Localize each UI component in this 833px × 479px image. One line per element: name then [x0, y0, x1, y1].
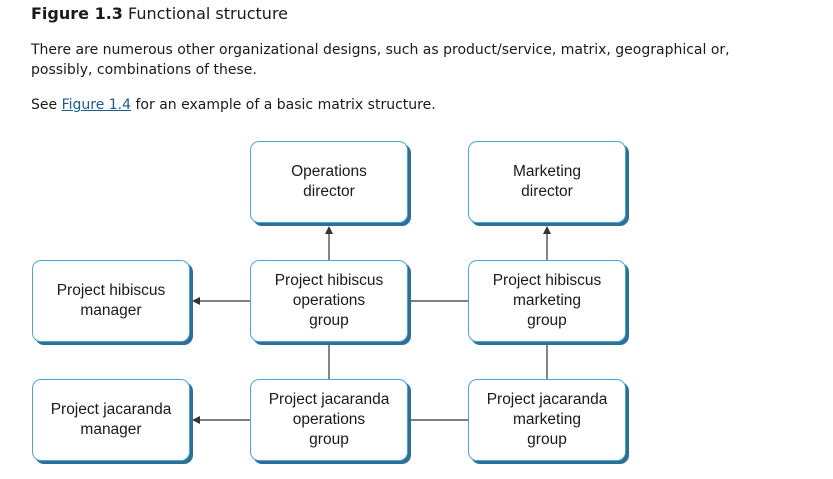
box-operations-director: Operations director	[250, 141, 408, 223]
figure-1-4-link[interactable]: Figure 1.4	[61, 97, 132, 113]
paragraph-designs: There are numerous other organizational …	[31, 42, 730, 78]
paragraph-prefix: See	[31, 97, 62, 113]
box-jacaranda-marketing: Project jacaranda marketing group	[468, 379, 626, 461]
box-hibiscus-operations: Project hibiscus operations group	[250, 260, 408, 342]
paragraph-suffix: for an example of a basic matrix structu…	[131, 97, 436, 113]
box-label: Project hibiscus marketing group	[492, 272, 602, 329]
paragraph-see-figure: See Figure 1.4 for an example of a basic…	[31, 95, 436, 115]
box-label: Project hibiscus manager	[56, 282, 166, 319]
box-marketing-director: Marketing director	[468, 141, 626, 223]
box-label: Marketing director	[512, 163, 582, 200]
box-label: Project hibiscus operations group	[274, 272, 384, 329]
box-jacaranda-operations: Project jacaranda operations group	[250, 379, 408, 461]
box-label: Project jacaranda marketing group	[486, 391, 608, 448]
figure-caption: Figure 1.3 Functional structure	[31, 4, 288, 24]
box-label: Project jacaranda operations group	[268, 391, 390, 448]
figure-title: Functional structure	[128, 4, 289, 23]
figure-label: Figure 1.3	[31, 4, 123, 23]
box-jacaranda-manager: Project jacaranda manager	[32, 379, 190, 461]
box-label: Operations director	[291, 163, 367, 200]
box-hibiscus-marketing: Project hibiscus marketing group	[468, 260, 626, 342]
box-label: Project jacaranda manager	[50, 401, 172, 438]
box-hibiscus-manager: Project hibiscus manager	[32, 260, 190, 342]
